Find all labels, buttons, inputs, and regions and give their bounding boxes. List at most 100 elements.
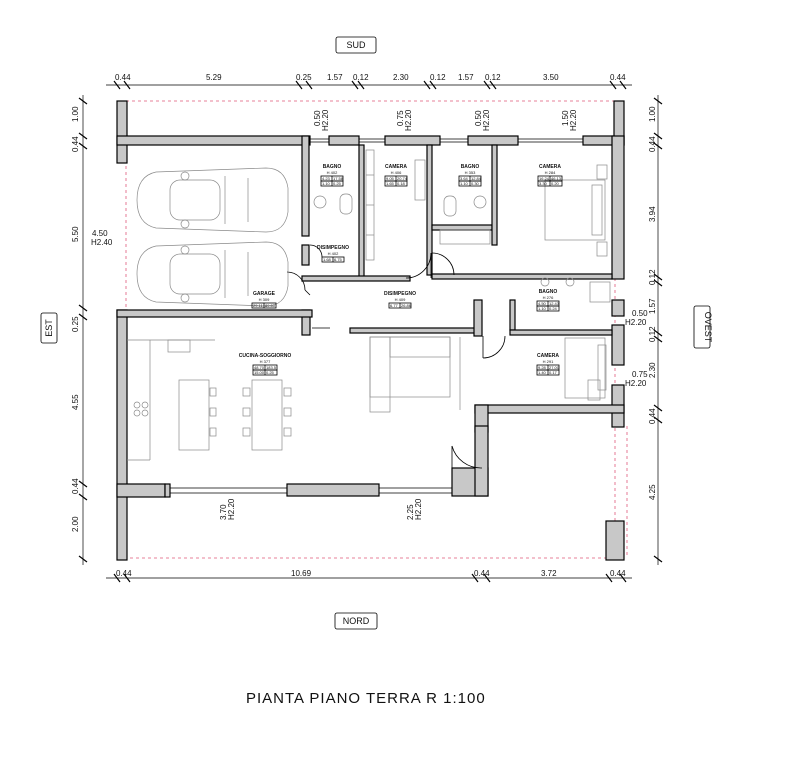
room-value: 46.13 <box>551 176 562 181</box>
dim-left-label: 1.00 <box>71 106 80 122</box>
room-disimpegno402: DISIMPEGNO H 402 1.68 6.75 <box>317 245 349 263</box>
room-height: H 276 <box>543 295 554 300</box>
compass-sud: SUD <box>335 36 377 54</box>
plan-title: PIANTA PIANO TERRA R 1:100 <box>246 690 486 707</box>
room-name: CUCINA-SOGGIORNO <box>239 353 292 359</box>
opening-height: H2.20 <box>321 109 330 131</box>
room-value: 17.58 <box>333 176 344 181</box>
room-value: 3.64 <box>460 176 469 181</box>
room-value: 1.10 <box>460 181 469 186</box>
dim-bottom-label: 0.44 <box>116 569 132 578</box>
room-value: 1.10 <box>322 181 331 186</box>
opening-height: H2.20 <box>404 109 413 131</box>
dim-top-label: 0.25 <box>296 73 312 82</box>
room-disimpegno409: DISIMPEGNO H 409 6.77 26.86 <box>384 291 416 309</box>
dim-bottom-label: 0.44 <box>474 569 490 578</box>
dim-right-label: 2.30 <box>648 362 657 378</box>
fixtures <box>127 149 611 461</box>
compass-nord: NORD <box>334 612 378 630</box>
dim-left-label: 0.25 <box>71 316 80 332</box>
dim-top-label: 1.57 <box>327 73 343 82</box>
room-value: 27.00 <box>549 365 560 370</box>
interior-walls <box>116 135 613 337</box>
dim-top-label: 3.50 <box>543 73 559 82</box>
room-value: 183.5 <box>266 365 277 370</box>
compass-sud-label: SUD <box>346 40 366 50</box>
dim-right-label: 0.12 <box>648 326 657 342</box>
room-cucina-soggiorno: CUCINA-SOGGIORNO H 377 48.70 183.5 15.00… <box>239 353 292 376</box>
dim-bottom-label: 10.69 <box>291 569 312 578</box>
room-camera284: CAMERA H 284 16.24 46.13 3.30 0.20 <box>537 164 563 187</box>
room-value: 4.23 <box>322 176 331 181</box>
room-garage: GARAGE H 309 29.11 89.60 <box>251 291 277 309</box>
opening-width: 0.75 <box>632 370 648 379</box>
room-value: 3.30 <box>539 181 548 186</box>
room-value: 15.00 <box>254 370 265 375</box>
room-value: 0.18 <box>397 181 406 186</box>
opening-height: H2.20 <box>569 109 578 131</box>
dimension-labels-top: 0.44 5.29 0.25 1.57 0.12 2.30 0.12 1.57 … <box>115 73 626 82</box>
room-height: H 409 <box>395 297 406 302</box>
dimension-labels-bottom: 0.44 10.69 0.44 3.72 0.44 <box>116 569 626 578</box>
room-name: BAGNO <box>323 164 342 170</box>
room-value: 20.74 <box>397 176 408 181</box>
opening-height: H2.20 <box>414 498 423 520</box>
room-name: CAMERA <box>539 164 561 170</box>
room-camera291: CAMERA H 291 9.28 27.00 1.40 0.17 <box>536 353 560 376</box>
dim-left-label: 0.44 <box>71 478 80 494</box>
dim-left-label: 5.50 <box>71 226 80 242</box>
room-value: 1.40 <box>538 370 547 375</box>
room-height: H 291 <box>543 359 554 364</box>
room-value: 9.05 <box>386 176 395 181</box>
doors <box>286 244 506 469</box>
dimension-labels-right: 1.00 0.44 3.94 0.12 1.57 0.12 2.30 0.44 … <box>648 106 657 500</box>
opening-width: 4.50 <box>92 229 108 238</box>
dimension-lines <box>78 80 663 583</box>
room-height: H 402 <box>328 251 339 256</box>
opening-width: 0.50 <box>474 110 483 126</box>
opening-height: H2.20 <box>625 379 647 388</box>
room-value: 6.77 <box>390 303 399 308</box>
room-value: 89.60 <box>265 303 276 308</box>
dim-left-label: 4.55 <box>71 394 80 410</box>
room-value: 0.17 <box>549 370 558 375</box>
room-value: 1.10 <box>538 306 547 311</box>
room-value: 48.70 <box>254 365 265 370</box>
compass-est: EST <box>40 312 58 344</box>
room-name: BAGNO <box>539 289 558 295</box>
opening-labels: 4.50 H2.40 0.50 H2.20 0.75 H2.20 0.50 H2… <box>91 109 648 520</box>
room-name: GARAGE <box>253 291 276 297</box>
room-value: 4.50 <box>538 301 547 306</box>
dim-top-label: 0.44 <box>610 73 626 82</box>
room-height: H 406 <box>391 170 402 175</box>
dim-bottom-label: 0.44 <box>610 569 626 578</box>
opening-width: 0.50 <box>313 110 322 126</box>
car-icon-top <box>136 167 289 233</box>
room-bagno402: BAGNO H 402 4.23 17.58 1.10 0.25 <box>320 164 344 187</box>
room-height: H 402 <box>327 170 338 175</box>
room-value: 0.25 <box>333 181 342 186</box>
room-value: 0.24 <box>549 306 558 311</box>
room-camera406: CAMERA H 406 9.05 20.74 1.65 0.18 <box>384 164 408 187</box>
exterior-walls <box>116 100 625 561</box>
opening-height: H2.20 <box>227 498 236 520</box>
room-value: 0.20 <box>551 181 560 186</box>
dim-right-label: 4.25 <box>648 484 657 500</box>
room-name: CAMERA <box>537 353 559 359</box>
room-height: H 284 <box>545 170 556 175</box>
room-value: 9.28 <box>538 365 547 370</box>
room-value: 12.84 <box>471 176 482 181</box>
room-value: 12.43 <box>549 301 560 306</box>
dimension-labels-left: 1.00 0.44 5.50 0.25 4.55 0.44 2.00 <box>71 106 80 532</box>
room-bagno353: BAGNO H 353 3.64 12.84 1.10 0.30 <box>458 164 482 187</box>
dim-right-label: 3.94 <box>648 206 657 222</box>
dim-bottom-label: 3.72 <box>541 569 557 578</box>
car-icon-bottom <box>136 241 289 307</box>
room-value: 6.75 <box>334 257 343 262</box>
dim-top-label: 0.12 <box>485 73 501 82</box>
dim-top-label: 0.44 <box>115 73 131 82</box>
room-height: H 353 <box>465 170 476 175</box>
opening-width: 0.75 <box>396 110 405 126</box>
opening-width: 2.25 <box>406 504 415 520</box>
room-height: H 309 <box>259 297 270 302</box>
